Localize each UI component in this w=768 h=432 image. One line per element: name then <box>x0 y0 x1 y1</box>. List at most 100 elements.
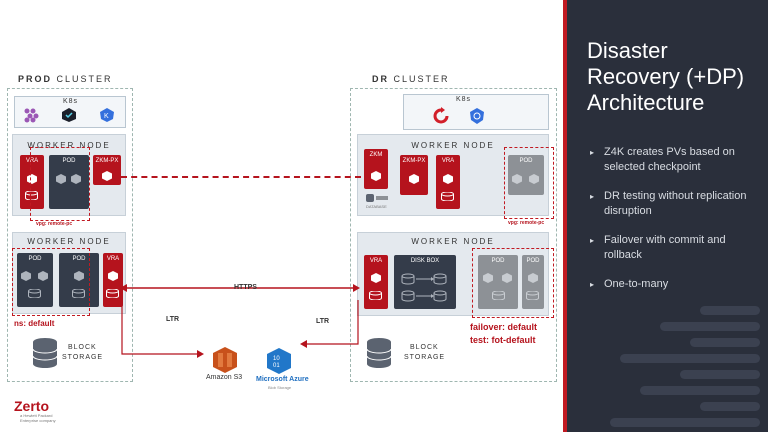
prod-pod-2a-label: POD <box>28 256 42 262</box>
bullet-arrow-icon: ▸ <box>590 148 595 157</box>
amazon-s3-label: Amazon S3 <box>206 374 243 381</box>
ltr-left-arrow <box>121 298 204 358</box>
dr-disk-box: DISK BOX <box>394 255 456 309</box>
cube-icon <box>74 271 84 281</box>
prod-block-storage-1: BLOCK <box>68 344 97 351</box>
kubernetes-icon <box>470 108 484 124</box>
svg-text:01: 01 <box>273 363 280 369</box>
decor-pill <box>660 322 760 331</box>
decor-pill <box>690 338 760 347</box>
panel-accent-bar <box>563 0 567 432</box>
svg-text:10: 10 <box>273 356 280 362</box>
database-icon <box>366 194 388 202</box>
cube-icon <box>529 174 539 184</box>
dr-title-strong: DR <box>372 74 389 84</box>
prod-zkm-px: ZKM-PX <box>93 155 121 185</box>
dr-vra-2-label: VRA <box>369 258 383 264</box>
dr-pod-1: POD <box>508 155 544 195</box>
decor-pill <box>680 370 760 379</box>
bullet-arrow-icon: ▸ <box>590 236 595 245</box>
dr-cluster-title: DR CLUSTER <box>372 74 450 84</box>
prod-worker-node-2: WORKER NODE POD POD VRA <box>12 232 126 314</box>
dr-test-label: test: fot-default <box>470 335 536 345</box>
https-label: HTTPS <box>234 284 257 291</box>
prod-pod-2b: POD <box>59 253 99 307</box>
ltr-left-label: LTR <box>166 316 180 323</box>
prod-k8s-label: K8s <box>63 98 79 105</box>
disk-icon <box>441 192 454 201</box>
kubernetes-icon: K <box>100 108 114 122</box>
cube-icon <box>56 174 66 184</box>
dr-vra-1: VRA <box>436 155 460 209</box>
dr-worker-node-2: WORKER NODE VRA DISK BOX POD POD <box>357 232 549 316</box>
decor-pill <box>610 418 760 427</box>
dr-vpg-outline <box>504 147 554 219</box>
dr-database-caption: DATABASE <box>366 204 387 209</box>
prod-cluster-title: PROD CLUSTER <box>18 74 113 84</box>
prod-vra-2-label: VRA <box>106 256 120 262</box>
dr-pod-2a: POD <box>478 255 518 309</box>
cube-icon <box>528 273 538 283</box>
hexagon-icon <box>62 108 76 122</box>
prod-worker-node-2-title: WORKER NODE <box>27 237 111 246</box>
disk-icon <box>25 191 38 200</box>
bullet-arrow-icon: ▸ <box>590 192 595 201</box>
azure-sub-label: Blob Storage <box>268 385 292 390</box>
cube-icon <box>443 174 453 184</box>
prod-worker-node-1-title: WORKER NODE <box>27 141 111 150</box>
zkm-px-replication-line <box>121 176 361 178</box>
prod-k8s-box: K8s K <box>14 96 126 128</box>
prod-zkm-px-label: ZKM-PX <box>95 158 119 164</box>
dr-k8s-label: K8s <box>456 96 472 103</box>
prod-title-strong: PROD <box>18 74 53 84</box>
database-icon <box>366 338 392 368</box>
azure-label: Microsoft Azure <box>256 376 309 383</box>
brand-sub-2: Enterprise company <box>20 418 56 423</box>
dr-zkm-label: ZKM <box>369 152 383 158</box>
dr-zkm: ZKM <box>364 149 388 189</box>
refresh-icon <box>433 107 449 124</box>
dr-pod-2b-label: POD <box>526 258 540 264</box>
dr-zkm-px: ZKM-PX <box>400 155 428 195</box>
decor-pill <box>700 402 760 411</box>
prod-ns-outline <box>12 248 90 316</box>
brand-sub-1: a Hewlett Packard <box>20 413 53 418</box>
prod-pod-1-label: POD <box>62 158 76 164</box>
cube-icon <box>71 174 81 184</box>
disk-icon <box>72 289 85 298</box>
cube-icon <box>27 174 37 184</box>
disk-icon <box>28 289 41 298</box>
disk-transfer-icon <box>401 273 447 302</box>
cube-icon <box>21 271 31 281</box>
dr-k8s-box: K8s <box>403 94 549 130</box>
dr-title-light: CLUSTER <box>393 74 450 84</box>
cube-icon <box>502 273 512 283</box>
disk-icon <box>106 289 119 298</box>
dr-worker-node-2-title: WORKER NODE <box>411 237 495 246</box>
panel-bullet-4-text: One-to-many <box>604 278 669 290</box>
svg-text:K: K <box>104 113 109 120</box>
ltr-right-arrow <box>300 300 359 348</box>
cube-icon <box>483 273 493 283</box>
disk-icon <box>369 291 382 300</box>
cube-icon <box>512 174 522 184</box>
prod-cluster <box>7 88 133 382</box>
prod-ns-label: ns: default <box>14 319 55 328</box>
cube-icon <box>409 174 419 184</box>
dr-pod-1-label: POD <box>519 158 533 164</box>
prod-vpg-outline <box>30 147 90 221</box>
dr-failover-label: failover: default <box>470 322 538 332</box>
prod-block-storage-2: STORAGE <box>62 354 104 361</box>
decor-pill <box>620 354 760 363</box>
prod-vra-1-label: VRA <box>25 158 39 164</box>
dr-block-storage-2: STORAGE <box>404 354 446 361</box>
dr-failover-outline <box>472 248 554 318</box>
dr-vra-1-label: VRA <box>441 158 455 164</box>
zerto-logo: Zerto <box>14 398 49 414</box>
prod-pod-2a: POD <box>17 253 53 307</box>
cube-icon <box>102 171 112 181</box>
dr-cluster <box>350 88 557 382</box>
decor-pill <box>640 386 760 395</box>
panel-bullet-1-text: Z4K creates PVs based on selected checkp… <box>604 146 735 173</box>
prod-pod-2b-label: POD <box>72 256 86 262</box>
